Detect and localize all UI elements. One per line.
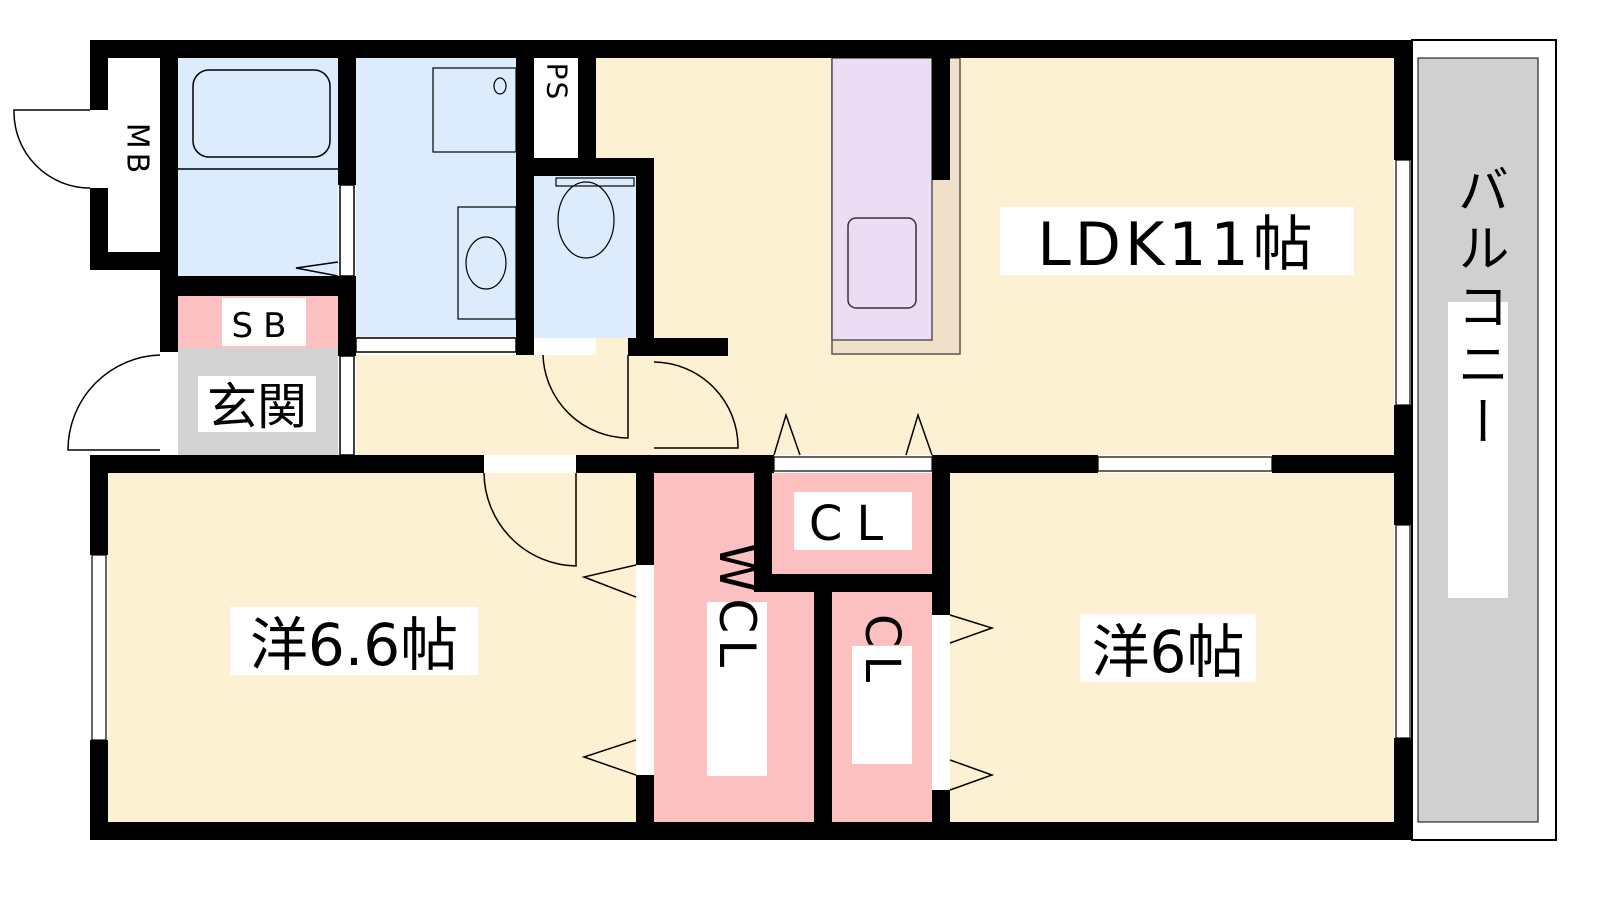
doors[interactable] — [13, 109, 995, 791]
walls — [90, 40, 1412, 840]
toilet-icon — [555, 177, 635, 187]
ps-label: PS — [541, 63, 574, 102]
washroom-floor — [356, 58, 516, 338]
bathroom-floor — [178, 58, 338, 276]
bathtub-icon — [192, 69, 331, 158]
closet-top-label: CL — [809, 496, 897, 552]
sb-label: SB — [232, 306, 297, 346]
mb-closet — [108, 58, 160, 252]
closet-right-label: CL — [854, 614, 910, 690]
ldk-label: LDK11帖 — [1037, 210, 1316, 280]
sink-icon — [847, 217, 917, 309]
kitchen-wall — [932, 58, 950, 180]
windows — [91, 159, 1411, 741]
mb-label: MB — [120, 123, 155, 177]
ps-space — [534, 58, 578, 158]
genkan-label: 玄関 — [207, 378, 307, 436]
balcony-label: バルコニー — [1448, 163, 1508, 453]
western-room-right-label: 洋6帖 — [1092, 618, 1245, 686]
hallway-floor — [356, 355, 636, 455]
kitchen-sink-area — [831, 57, 933, 341]
western-room-left-label: 洋6.6帖 — [250, 611, 458, 679]
wcl-label: WCL — [708, 543, 766, 673]
room-labels: MB PS SB 玄関 LDK11帖 洋6.6帖 洋6帖 WCL CL CL バ… — [120, 63, 1508, 776]
toilet-floor — [534, 176, 636, 338]
